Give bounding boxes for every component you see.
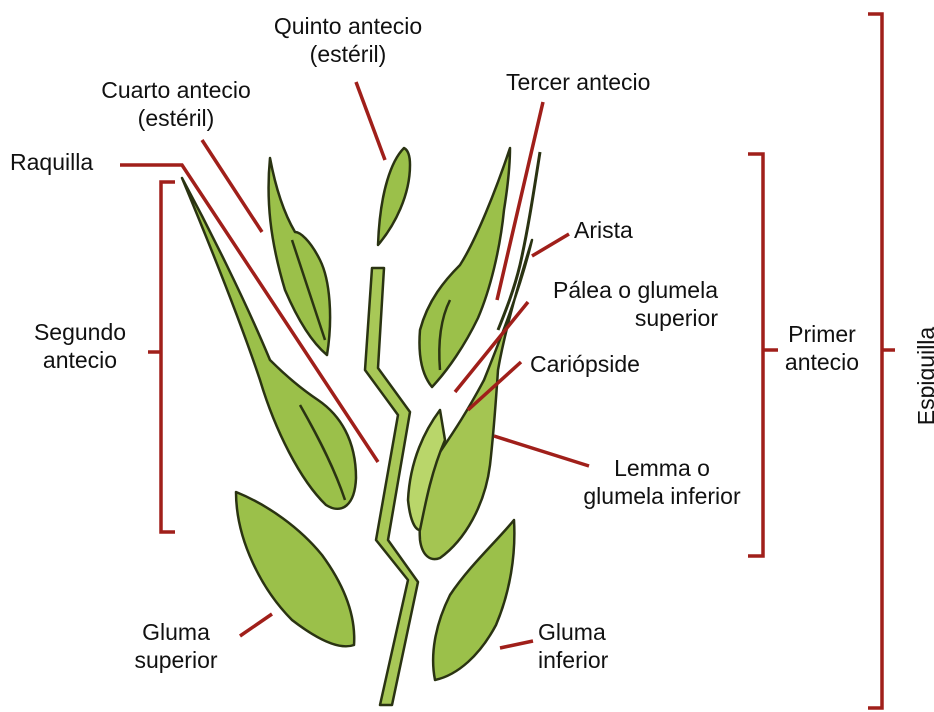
label-quinto-antecio: Quinto antecio (estéril) — [238, 12, 458, 68]
label-palea-line1: Pálea o glumela — [510, 276, 718, 304]
bracket-segundo — [161, 182, 175, 532]
label-lemma-line1: Lemma o — [562, 454, 762, 482]
leader-quinto — [356, 82, 385, 160]
label-gluma-inferior: Gluma inferior — [538, 618, 608, 674]
label-palea: Pálea o glumela superior — [510, 276, 718, 332]
leader-gluma-inferior — [500, 641, 533, 648]
label-lemma: Lemma o glumela inferior — [562, 454, 762, 510]
label-cuarto-line1: Cuarto antecio — [66, 76, 286, 104]
label-raquilla: Raquilla — [10, 148, 93, 176]
label-espiguilla: Espiguilla — [912, 316, 934, 436]
label-cariopside: Cariópside — [530, 350, 640, 378]
label-palea-line2: superior — [510, 304, 718, 332]
label-quinto-line2: (estéril) — [238, 40, 458, 68]
label-cuarto-line2: (estéril) — [66, 104, 286, 132]
label-segundo-line1: Segundo — [14, 318, 146, 346]
label-lemma-line2: glumela inferior — [562, 482, 762, 510]
label-cuarto-antecio: Cuarto antecio (estéril) — [66, 76, 286, 132]
label-gluma-superior-line2: superior — [116, 646, 236, 674]
leader-arista — [532, 234, 569, 256]
label-tercer-antecio: Tercer antecio — [506, 68, 650, 96]
label-gluma-inferior-line1: Gluma — [538, 618, 608, 646]
upper-glume — [236, 492, 354, 646]
label-gluma-superior: Gluma superior — [116, 618, 236, 674]
label-primer-line2: antecio — [772, 348, 872, 376]
label-arista: Arista — [574, 216, 633, 244]
second-floret — [182, 178, 356, 509]
label-segundo-antecio: Segundo antecio — [14, 318, 146, 374]
label-quinto-line1: Quinto antecio — [238, 12, 458, 40]
label-primer-antecio: Primer antecio — [772, 320, 872, 376]
label-segundo-line2: antecio — [14, 346, 146, 374]
label-gluma-superior-line1: Gluma — [116, 618, 236, 646]
leader-cuarto — [202, 140, 262, 232]
label-gluma-inferior-line2: inferior — [538, 646, 608, 674]
label-primer-line1: Primer — [772, 320, 872, 348]
fifth-floret — [378, 148, 410, 245]
leader-gluma-superior — [240, 614, 272, 636]
